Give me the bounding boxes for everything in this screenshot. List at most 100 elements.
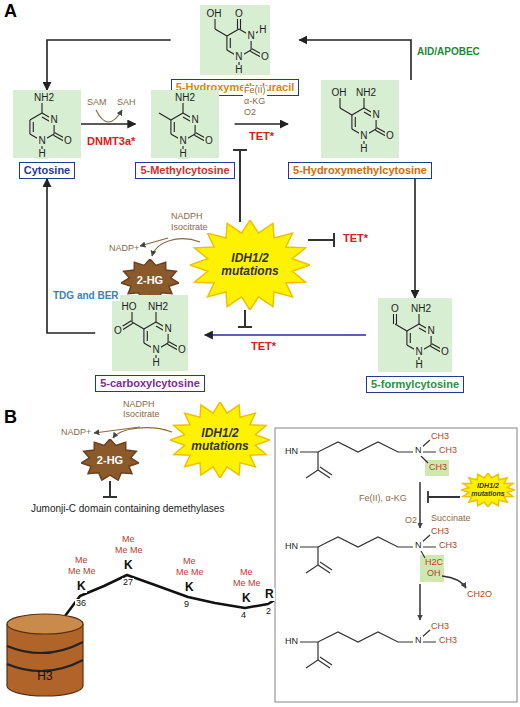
connector	[81, 123, 135, 125]
panel-letter: A	[3, 2, 18, 22]
node-text: IDH1/2 mutations	[470, 482, 506, 497]
atom-label: CH3	[430, 432, 450, 442]
methyl-mark: Me	[239, 568, 254, 578]
methyl-mark: Me	[82, 567, 97, 577]
atom-label: OH	[426, 569, 442, 579]
atom-label: H	[359, 144, 368, 154]
molecule-name: 5-carboxylcytosine	[95, 375, 205, 392]
connector	[47, 40, 171, 90]
atom-label: N	[414, 541, 423, 551]
cofactor-label: Fe(II), α-KG	[358, 494, 408, 504]
atom-label: NH2	[147, 302, 169, 312]
molecule-name: Cytosine	[19, 162, 75, 179]
connector	[299, 40, 411, 80]
connector	[235, 123, 288, 125]
node-text: H3	[37, 670, 52, 683]
atom-label: NH2	[355, 88, 377, 98]
metabolite-starburst: 2-HG	[81, 439, 139, 481]
cofactor-label: SAH	[116, 98, 137, 108]
atom-label: H	[37, 149, 46, 159]
cofactor-label: O2	[404, 516, 418, 526]
cofactor-label: Succinate	[430, 514, 472, 524]
atom-label: H	[178, 149, 187, 159]
atom-label: O	[177, 345, 187, 355]
atom-label: CH3	[428, 463, 448, 473]
atom-label: N	[37, 136, 46, 146]
methyl-mark: Me	[114, 546, 129, 556]
node-text: IDH1/2 mutations	[186, 427, 254, 453]
mutation-starburst: IDH1/2 mutations	[170, 402, 270, 478]
cofactor-label: NADP+	[60, 428, 92, 438]
enzyme-label: TET*	[250, 340, 277, 352]
residue-letter: R	[264, 588, 275, 601]
atom-label: N	[178, 136, 187, 146]
atom-label: H	[234, 65, 243, 75]
residue-letter: K	[184, 581, 195, 594]
atom-label: N	[246, 31, 255, 41]
atom-label: N	[49, 115, 58, 125]
atom-label: OH	[205, 9, 222, 19]
molecule-name: 5-Methylcytosine	[135, 162, 234, 179]
enzyme-label: TET*	[248, 130, 275, 142]
connector	[414, 179, 416, 298]
atom-label: CH2O	[466, 590, 493, 600]
atom-label: H	[258, 25, 267, 35]
atom-label: CH3	[438, 541, 458, 551]
cofactor-label: O2	[243, 108, 257, 118]
atom-label: N	[426, 326, 435, 336]
residue-number: 4	[240, 611, 247, 621]
residue-number: 9	[183, 600, 190, 610]
cofactor-label: Isocitrate	[170, 223, 209, 233]
molecule-name: 5-Hydroxymethylcytosine	[288, 162, 432, 179]
residue-number: 27	[122, 578, 134, 588]
methyl-mark: Me	[190, 568, 205, 578]
methyl-mark: Me	[129, 546, 144, 556]
atom-label: H	[414, 360, 423, 370]
atom-label: O	[440, 347, 450, 357]
molecule-name: 5-formylcytosine	[366, 376, 464, 393]
cofactor-label: Isocitrate	[122, 410, 161, 420]
atom-label: NH2	[174, 93, 196, 103]
atom-label: N	[359, 131, 368, 141]
methyl-mark: Me	[247, 579, 262, 589]
atom-label: N	[414, 636, 423, 646]
methyl-mark: Me	[175, 568, 190, 578]
node-text: 2-HG	[137, 274, 163, 286]
atom-label: OH	[330, 88, 347, 98]
cofactor-label: NADPH	[122, 400, 156, 410]
methyl-mark: Me	[232, 579, 247, 589]
atom-label: CH3	[430, 622, 450, 632]
atom-label: N	[151, 345, 160, 355]
enzyme-label: TDG and BER	[52, 290, 120, 301]
atom-label: HN	[284, 637, 299, 647]
atom-label: N	[414, 446, 423, 456]
cofactor-label: NADPH	[170, 212, 204, 222]
atom-label: CH3	[430, 527, 450, 537]
methyl-mark: Me	[121, 535, 136, 545]
methyl-mark: Me	[74, 556, 89, 566]
enzyme-label: DNMT3a*	[86, 135, 136, 147]
atom-label: CH3	[438, 636, 458, 646]
atom-label: H	[151, 358, 160, 368]
molecule-box: Cytosine	[13, 90, 81, 179]
atom-label: O	[390, 304, 400, 314]
residue-letter: K	[76, 580, 87, 593]
atom-label: O	[385, 131, 395, 141]
panel-letter: B	[3, 408, 18, 428]
atom-label: N	[190, 115, 199, 125]
molecule-box: 5-Methylcytosine	[135, 90, 234, 179]
atom-label: O	[113, 326, 123, 336]
node-text: IDH1/2 mutations	[213, 252, 287, 278]
methyl-mark: Me	[182, 557, 197, 567]
histone-cylinder: H3	[5, 612, 85, 698]
enzyme-label: AID/APOBEC	[416, 46, 481, 57]
connector	[47, 179, 95, 333]
atom-label: NH2	[410, 304, 432, 314]
methyl-mark: Me	[67, 567, 82, 577]
mutation-starburst: IDH1/2 mutations	[190, 220, 310, 310]
atom-label: N	[371, 110, 380, 120]
cylinder-shape	[5, 612, 85, 698]
atom-label: NH2	[33, 93, 55, 103]
connector	[205, 334, 366, 336]
residue-letter: K	[241, 592, 252, 605]
